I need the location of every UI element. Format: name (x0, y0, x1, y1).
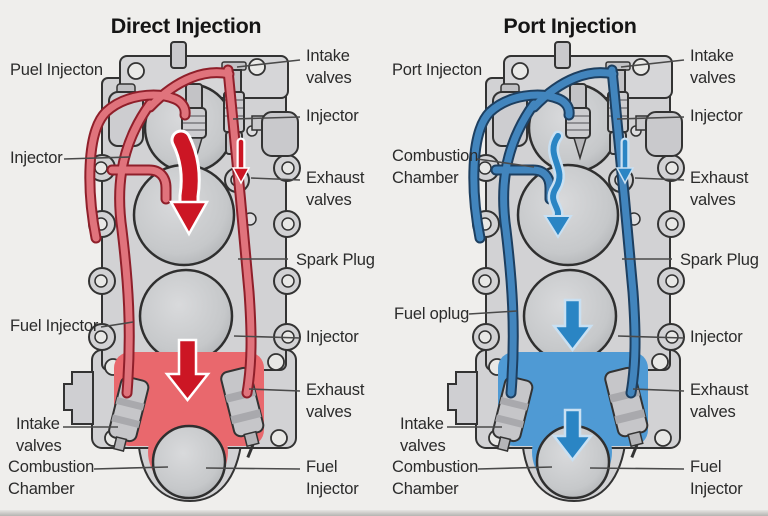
fuel-flow-arrow-block-bottom-icon (551, 408, 594, 463)
fuel-flow-arrow-block-top-icon (551, 298, 594, 353)
direct-injection-engine-illustration (0, 0, 384, 516)
leader-lines (447, 158, 553, 470)
direct-injection-panel: Direct Injection Puel Injecton Injector … (0, 0, 384, 516)
label-injector-right-mid: Injector (306, 328, 359, 346)
fuel-flow-arrow-small-icon (231, 137, 251, 185)
fuel-flow-arrow-block-icon (164, 338, 211, 403)
fuel-flow-arrow-curved-icon (168, 129, 210, 237)
label-fuel-injector-right: Fuel Injector (690, 458, 743, 498)
panel-title-port-injection: Port Injection (503, 14, 637, 38)
label-fuel-injector-left: Fuel Injector (10, 317, 99, 335)
label-injector-left: Injector (10, 149, 63, 167)
port-injection-panel: Port Injection Port Injecton Combustion … (384, 0, 768, 516)
port-injection-engine-illustration (384, 0, 768, 516)
label-combustion-chamber-top: Combustion Chamber (392, 147, 479, 187)
fuel-flow-arrow-small-icon (615, 137, 635, 185)
label-port-injecton: Port Injecton (392, 61, 483, 79)
label-spark-plug: Spark Plug (680, 251, 759, 269)
label-intake-valves-right: Intake valves (306, 47, 352, 87)
label-injector-right-top: Injector (690, 107, 743, 125)
label-spark-plug: Spark Plug (296, 251, 375, 269)
label-injector-right-mid: Injector (690, 328, 743, 346)
label-intake-valves-left: Intake valves (16, 415, 62, 455)
fuel-flow-arrow-wavy-icon (543, 130, 573, 239)
label-fuel-injecton: Puel Injecton (10, 61, 103, 79)
label-combustion-chamber-left: Combustion Chamber (8, 458, 95, 498)
label-exhaust-valves-right-top: Exhaust valves (690, 169, 749, 209)
panel-title-direct-injection: Direct Injection (110, 14, 262, 38)
label-combustion-chamber-left: Combustion Chamber (392, 458, 479, 498)
leader-lines (63, 156, 169, 470)
label-intake-valves-left: Intake valves (400, 415, 446, 455)
label-intake-valves-right: Intake valves (690, 47, 736, 87)
label-injector-right-top: Injector (306, 107, 359, 125)
label-exhaust-valves-right-top: Exhaust valves (306, 169, 365, 209)
label-exhaust-valves-right-bottom: Exhaust valves (690, 381, 749, 421)
label-exhaust-valves-right-bottom: Exhaust valves (306, 381, 365, 421)
label-fuel-injector-right: Fuel Injector (306, 458, 359, 498)
bottom-edge-shadow (0, 510, 768, 516)
label-fuel-oplug: Fuel oplug (394, 305, 470, 323)
